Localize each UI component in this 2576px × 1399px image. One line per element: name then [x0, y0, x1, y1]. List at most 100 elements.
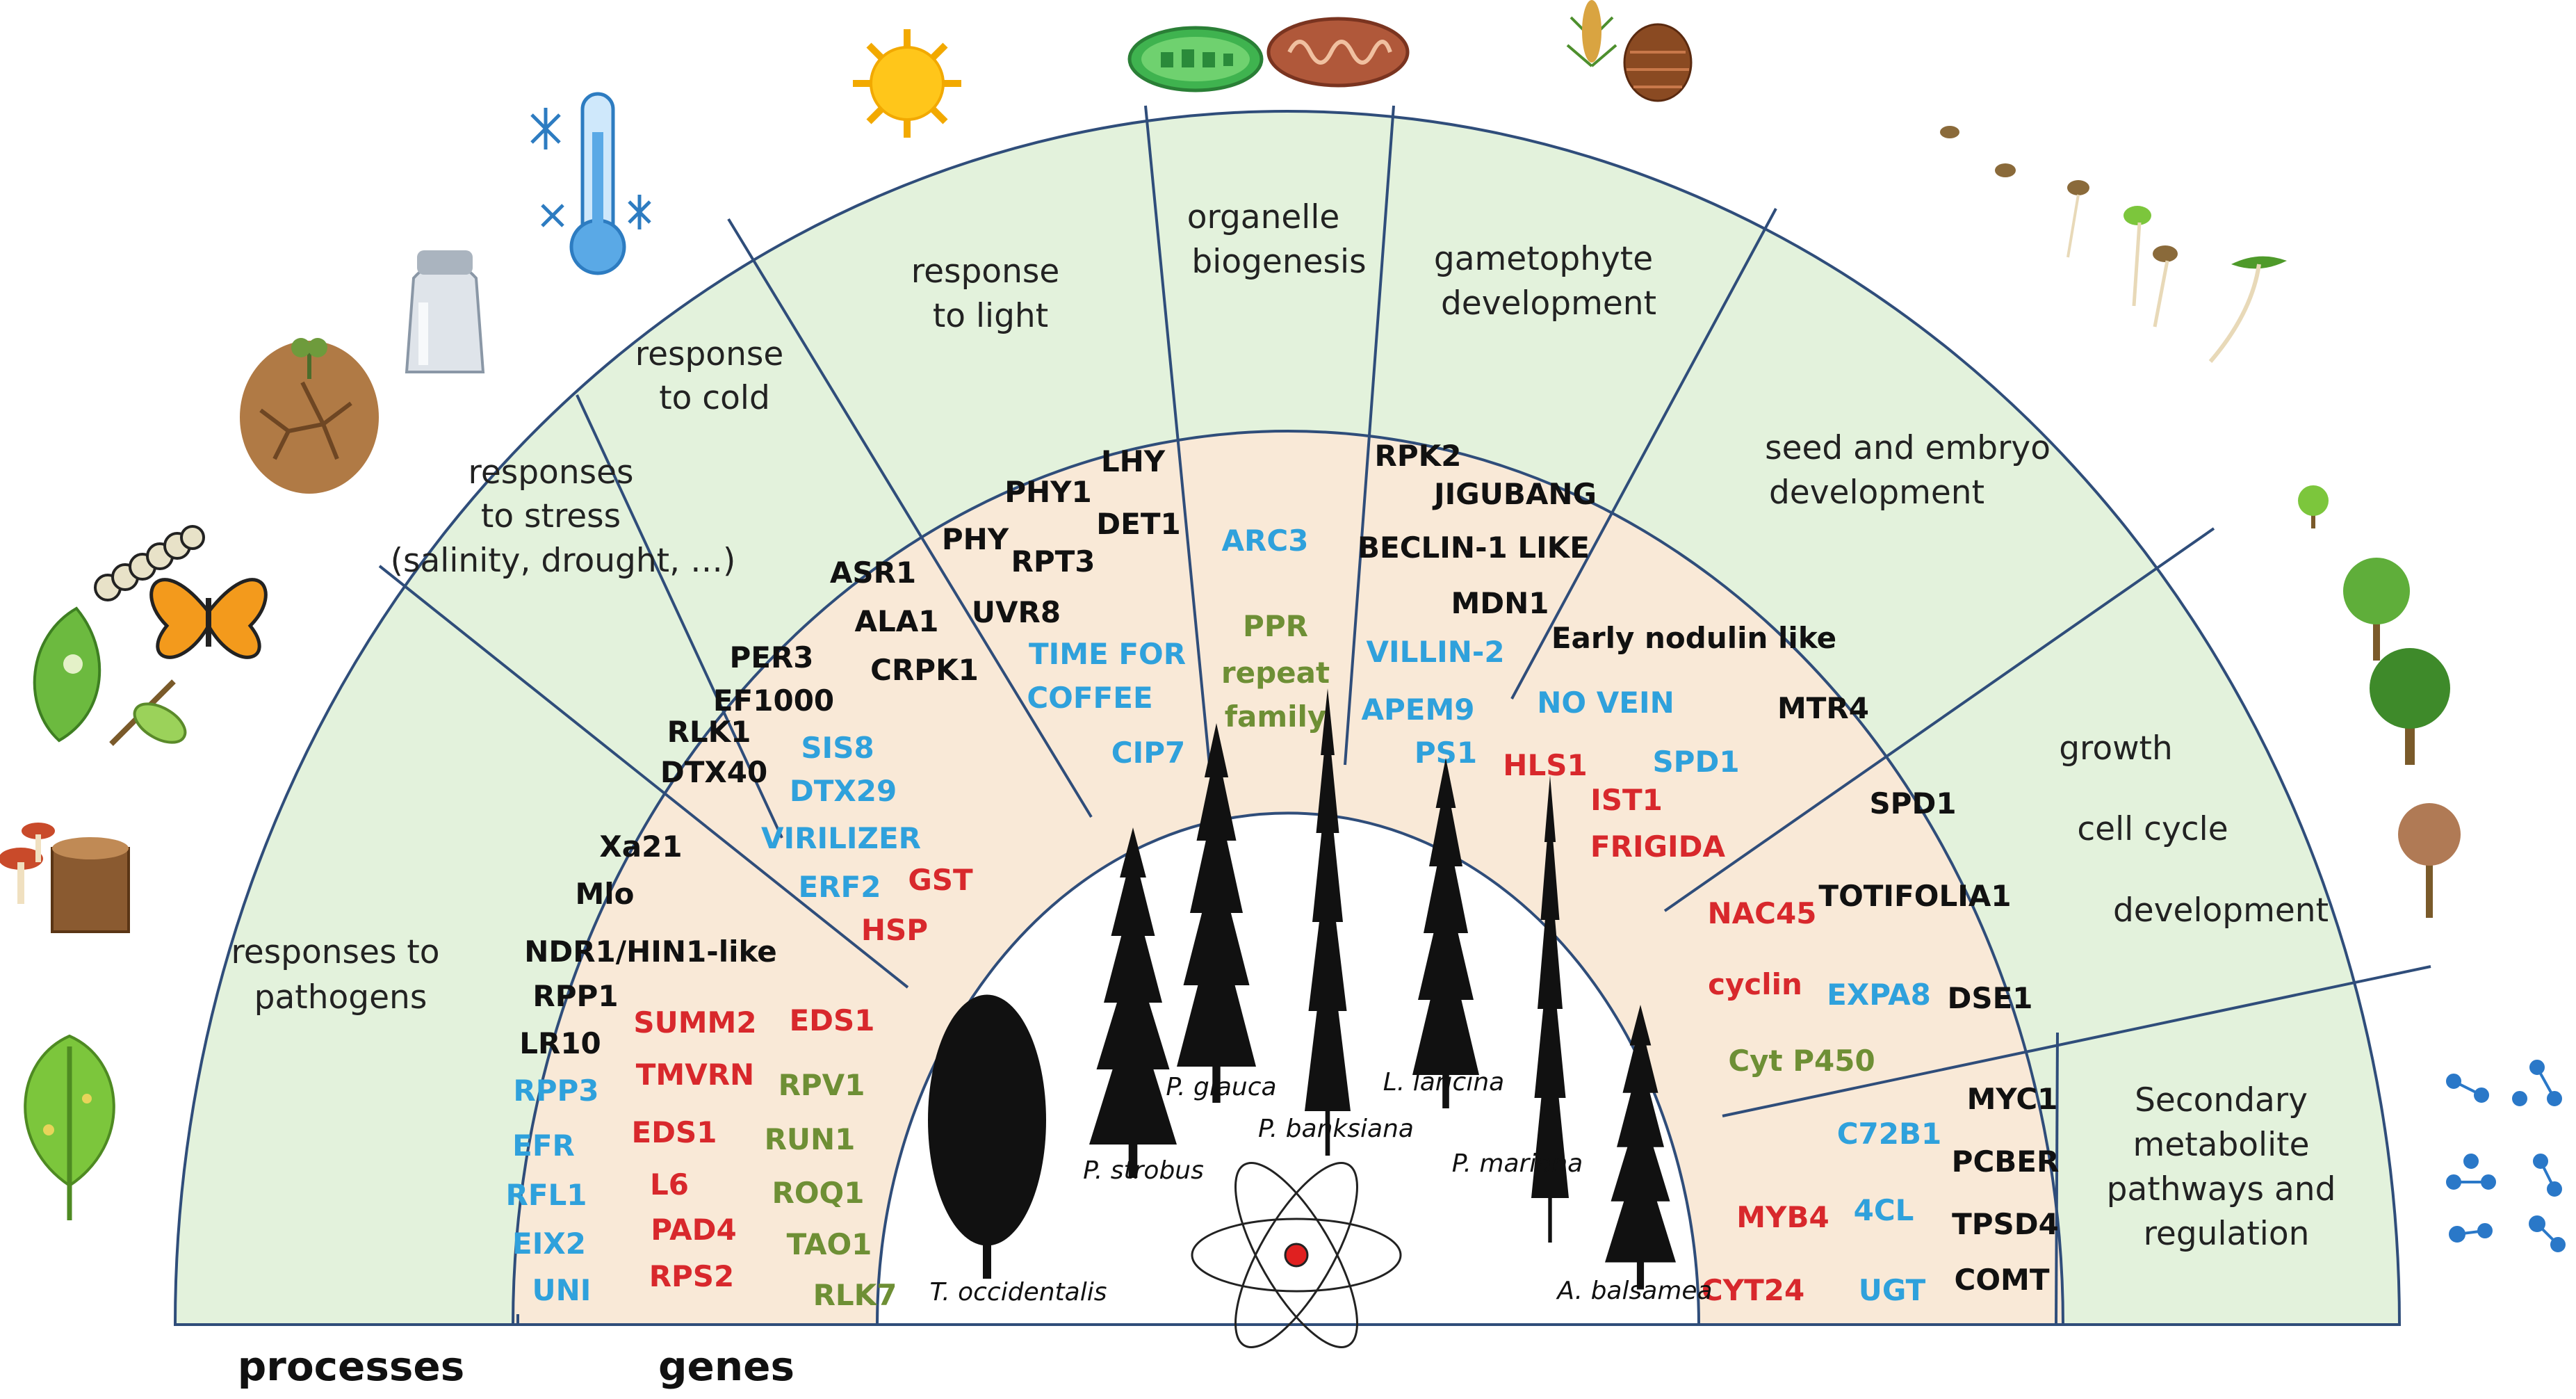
species-label: P. glauca — [1166, 1073, 1276, 1101]
sun-icon — [853, 29, 961, 138]
process-responses-to-pathogens: responses to pathogens — [231, 933, 450, 1017]
divider — [2055, 1032, 2059, 1325]
gene-label: PPR — [1243, 609, 1308, 643]
process-development: development — [2113, 891, 2329, 930]
gene-label: JIGUBANG — [1432, 477, 1597, 511]
central-trees — [928, 688, 1676, 1290]
gene-label: MYB4 — [1736, 1200, 1829, 1234]
species-label: P. strobus — [1083, 1156, 1204, 1185]
gene-label: repeat — [1221, 656, 1330, 690]
gene-label: PHY1 — [1004, 475, 1092, 509]
divider — [1144, 105, 1211, 766]
gene-label: SUMM2 — [633, 1005, 756, 1040]
gene-label: cyclin — [1708, 967, 1802, 1001]
gene-label: EXPA8 — [1827, 978, 1931, 1012]
molecule-icon — [2446, 1060, 2566, 1252]
gene-label: MYC1 — [1967, 1082, 2058, 1116]
gene-label: RLK1 — [667, 715, 751, 749]
gene-label: COMT — [1955, 1263, 2050, 1297]
gene-label: ARC3 — [1222, 524, 1309, 558]
gene-label: TMVRN — [636, 1058, 754, 1092]
gene-label: SIS8 — [801, 731, 874, 765]
divider — [1344, 105, 1395, 766]
leaf-icon — [109, 679, 187, 746]
gene-label: APEM9 — [1362, 693, 1475, 727]
gene-label: NAC45 — [1708, 896, 1817, 930]
growing-tree-icon — [2298, 485, 2461, 918]
divider — [576, 394, 783, 839]
species-label: P. banksiana — [1258, 1115, 1414, 1143]
divider — [1663, 527, 2215, 912]
pine-cone-icon — [1566, 0, 1693, 102]
process-response-to-light: response to light — [911, 252, 1070, 335]
gene-label: ERF2 — [799, 870, 881, 904]
gene-label: EF1000 — [713, 684, 834, 718]
gene-label: HLS1 — [1503, 748, 1587, 782]
process-responses-to-stress: responses to stress (salinity, drought, … — [391, 453, 736, 580]
chloroplast-icon — [1127, 26, 1264, 92]
divider — [1722, 965, 2431, 1117]
mushroom-stump-icon — [0, 823, 130, 933]
gene-label: UVR8 — [972, 595, 1061, 629]
gene-label: UNI — [532, 1273, 592, 1307]
damaged-leaf-icon — [33, 606, 101, 743]
gene-label: RPP3 — [513, 1074, 598, 1108]
gene-label: Mlo — [575, 877, 634, 911]
gene-label: family — [1225, 700, 1327, 734]
gene-label: ROQ1 — [772, 1176, 865, 1210]
gene-label: IST1 — [1590, 783, 1663, 817]
gene-label: COFFEE — [1027, 681, 1152, 715]
gene-label: NDR1/HIN1-like — [524, 935, 777, 969]
tree-t-occidentalis — [928, 994, 1046, 1279]
gene-label: DTX40 — [660, 755, 767, 789]
gene-label: BECLIN-1 LIKE — [1358, 531, 1590, 565]
species-label: T. occidentalis — [930, 1278, 1107, 1307]
gene-label: DET1 — [1096, 507, 1180, 541]
gene-label: VIRILIZER — [761, 821, 921, 855]
gene-label: ALA1 — [855, 604, 939, 638]
gene-label: 4CL — [1854, 1193, 1914, 1227]
footer-processes-label: processes — [238, 1343, 465, 1390]
gene-label: DSE1 — [1947, 981, 2032, 1015]
salt-shaker-icon — [405, 250, 485, 373]
divider — [378, 565, 909, 989]
gene-label: UGT — [1859, 1273, 1926, 1307]
caterpillar-icon — [94, 525, 205, 601]
gene-label: RPV1 — [778, 1068, 865, 1102]
gene-label: TPSD4 — [1952, 1207, 2059, 1241]
mitochondrion-icon — [1266, 17, 1410, 88]
divider — [727, 218, 1093, 818]
footer-genes-label: genes — [658, 1343, 794, 1390]
process-response-to-cold: response to cold — [635, 335, 794, 417]
process-organelle-biogenesis: organelle biogenesis — [1187, 198, 1367, 281]
gene-label: EDS1 — [789, 1003, 874, 1037]
gene-label: PCBER — [1952, 1145, 2060, 1179]
gene-label: LR10 — [519, 1026, 601, 1060]
process-gametophyte-development: gametophyte development — [1434, 240, 1663, 323]
butterfly-icon — [149, 578, 268, 659]
species-label: A. balsamea — [1556, 1277, 1712, 1305]
gene-label: L6 — [650, 1167, 689, 1202]
gene-label: RPK2 — [1375, 439, 1462, 473]
process-seed-embryo-development: seed and embryo development — [1765, 429, 2061, 512]
gene-label: Early nodulin like — [1551, 621, 1836, 655]
drought-icon — [240, 338, 379, 494]
gene-label: ASR1 — [830, 556, 916, 590]
gene-label: Cyt P450 — [1728, 1044, 1875, 1078]
gene-label: C72B1 — [1837, 1117, 1942, 1151]
gene-label: SPD1 — [1869, 786, 1956, 820]
gene-label: HSP — [861, 913, 928, 947]
gene-label: RUN1 — [765, 1122, 856, 1156]
thermometer-snowflake-icon — [530, 92, 651, 275]
gene-label: CIP7 — [1111, 736, 1185, 770]
species-label: L. laricina — [1383, 1068, 1504, 1097]
band-rings — [173, 110, 2402, 1326]
process-labels: responses to pathogens responses to stre… — [231, 198, 2335, 1253]
gene-label: LHY — [1101, 444, 1166, 478]
gene-label: Xa21 — [599, 830, 682, 864]
gene-label: PER3 — [729, 640, 813, 674]
gene-label: CYT24 — [1702, 1273, 1804, 1307]
gene-label: EDS1 — [631, 1115, 717, 1149]
gene-label: CRPK1 — [870, 653, 979, 687]
